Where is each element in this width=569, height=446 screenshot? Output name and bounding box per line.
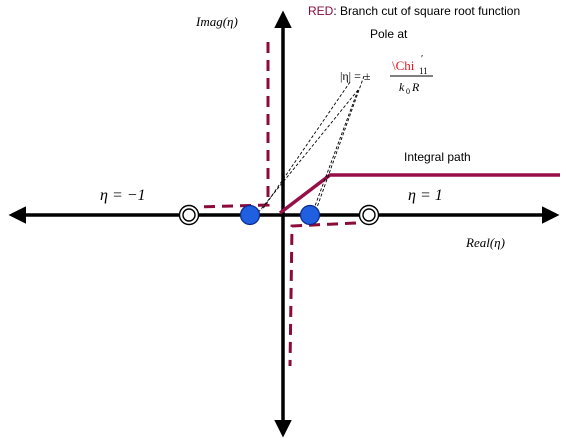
imag-axis-label: Imag(η)	[195, 14, 238, 29]
branch-cut-legend: RED: Branch cut of square root function	[308, 4, 520, 18]
leader-line-right	[314, 75, 365, 214]
formula-numerator: \Chi	[392, 58, 415, 73]
pole-left	[239, 204, 261, 226]
formula-denominator-k: k	[399, 80, 405, 94]
formula-denominator-r: R	[411, 80, 420, 94]
pole-at-label: Pole at	[370, 27, 408, 41]
branch-cut-lower	[288, 221, 357, 367]
formula-denominator-sub: 0	[406, 87, 410, 96]
branch-cut-red-word: RED	[308, 4, 334, 18]
formula-lhs: |η| = ±	[340, 69, 371, 83]
eta-one-label: η = 1	[408, 187, 443, 204]
leader-line-left	[256, 89, 359, 215]
eta-minus-one-label: η = −1	[100, 187, 146, 204]
branch-cut-description: : Branch cut of square root function	[333, 4, 520, 18]
real-axis-label: Real(η)	[465, 235, 505, 250]
branch-point-left	[178, 204, 200, 226]
integral-path-line	[278, 173, 560, 215]
leader-line-mid	[311, 89, 359, 215]
branch-point-right	[358, 204, 380, 226]
branch-cut-upper	[196, 42, 270, 209]
leader-line-far-left	[261, 81, 351, 211]
pole-formula: |η| = ± \Chi ′ 11 k 0 R	[340, 54, 433, 96]
formula-subscript: 11	[419, 66, 428, 76]
formula-prime: ′	[421, 54, 423, 65]
pole-right	[299, 204, 321, 226]
integral-path-label: Integral path	[404, 150, 471, 164]
